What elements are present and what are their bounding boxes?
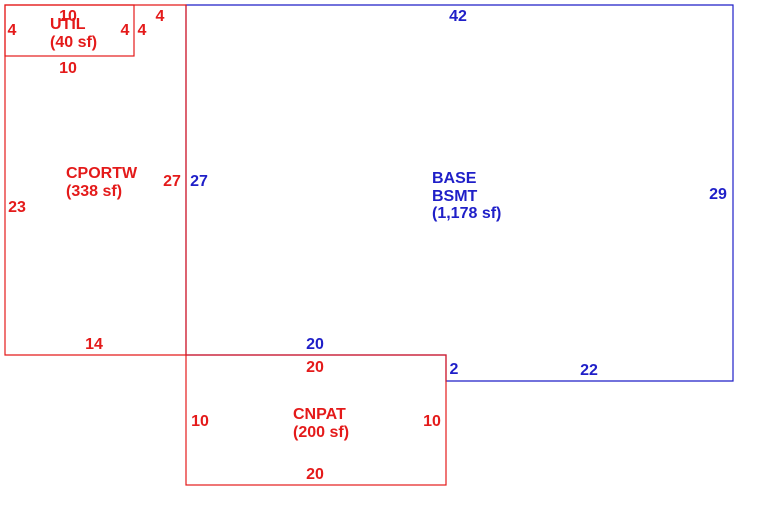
util-outline (4, 4, 135, 57)
cnpat-name-label: CNPAT (293, 406, 346, 423)
cportw-name-label: CPORTW (66, 165, 138, 182)
base-size-label: (1,178 sf) (432, 205, 501, 222)
cportw-right-dimension: 27 (163, 173, 181, 190)
util-bottom-dimension: 10 (59, 60, 77, 77)
cportw-top-dimension: 4 (156, 8, 165, 25)
base-top-dimension: 42 (449, 8, 467, 25)
base-name-label-line2: BSMT (432, 188, 478, 205)
cnpat-left-dimension: 10 (191, 413, 209, 430)
cnpat-size-label: (200 sf) (293, 424, 349, 441)
base-name-label-line1: BASE (432, 170, 477, 187)
cnpat-bottom-dimension: 20 (306, 466, 324, 483)
base-bottom-left-dimension: 20 (306, 336, 324, 353)
base-bottom-right-dimension: 22 (580, 362, 598, 379)
util-right-dimension: 4 (121, 22, 130, 39)
base-right-dimension: 29 (709, 186, 727, 203)
util-name-label: UTIL (50, 16, 86, 33)
cportw-left-dimension: 23 (8, 199, 26, 216)
cnpat-right-dimension: 10 (423, 413, 441, 430)
cnpat-top-dimension: 20 (306, 359, 324, 376)
util-left-dimension: 4 (8, 22, 17, 39)
util-size-label: (40 sf) (50, 34, 97, 51)
cnpat-outline (185, 354, 447, 486)
base-left-dimension: 27 (190, 173, 208, 190)
cportw-size-label: (338 sf) (66, 183, 122, 200)
cportw-inner-left-dimension: 4 (138, 22, 147, 39)
util-top-dimension: 10 (59, 8, 77, 25)
cportw-bottom-dimension: 14 (85, 336, 103, 353)
base-step-dimension: 2 (450, 361, 459, 378)
